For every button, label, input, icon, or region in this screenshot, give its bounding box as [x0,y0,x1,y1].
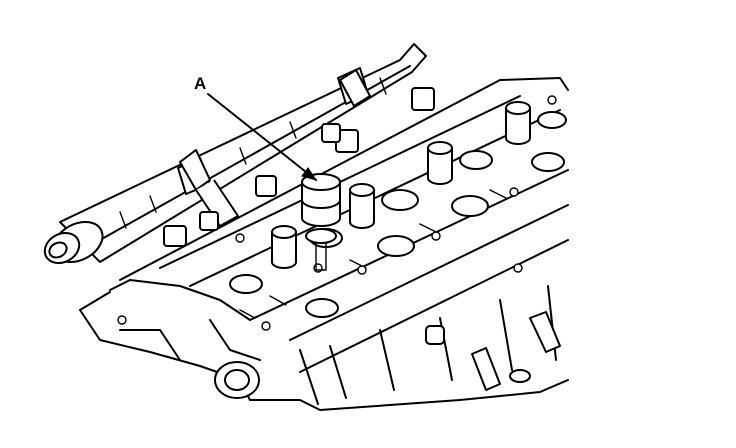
bearing-caps [179,69,371,227]
bolt-holes [117,95,557,331]
callout-a-leader [207,93,318,181]
lifter-a [301,173,341,271]
lower-studs [425,311,561,391]
camshaft [43,43,427,264]
valve-lifters [163,87,435,247]
callout-label-a: A [194,74,207,93]
valve-tappets [271,101,531,269]
